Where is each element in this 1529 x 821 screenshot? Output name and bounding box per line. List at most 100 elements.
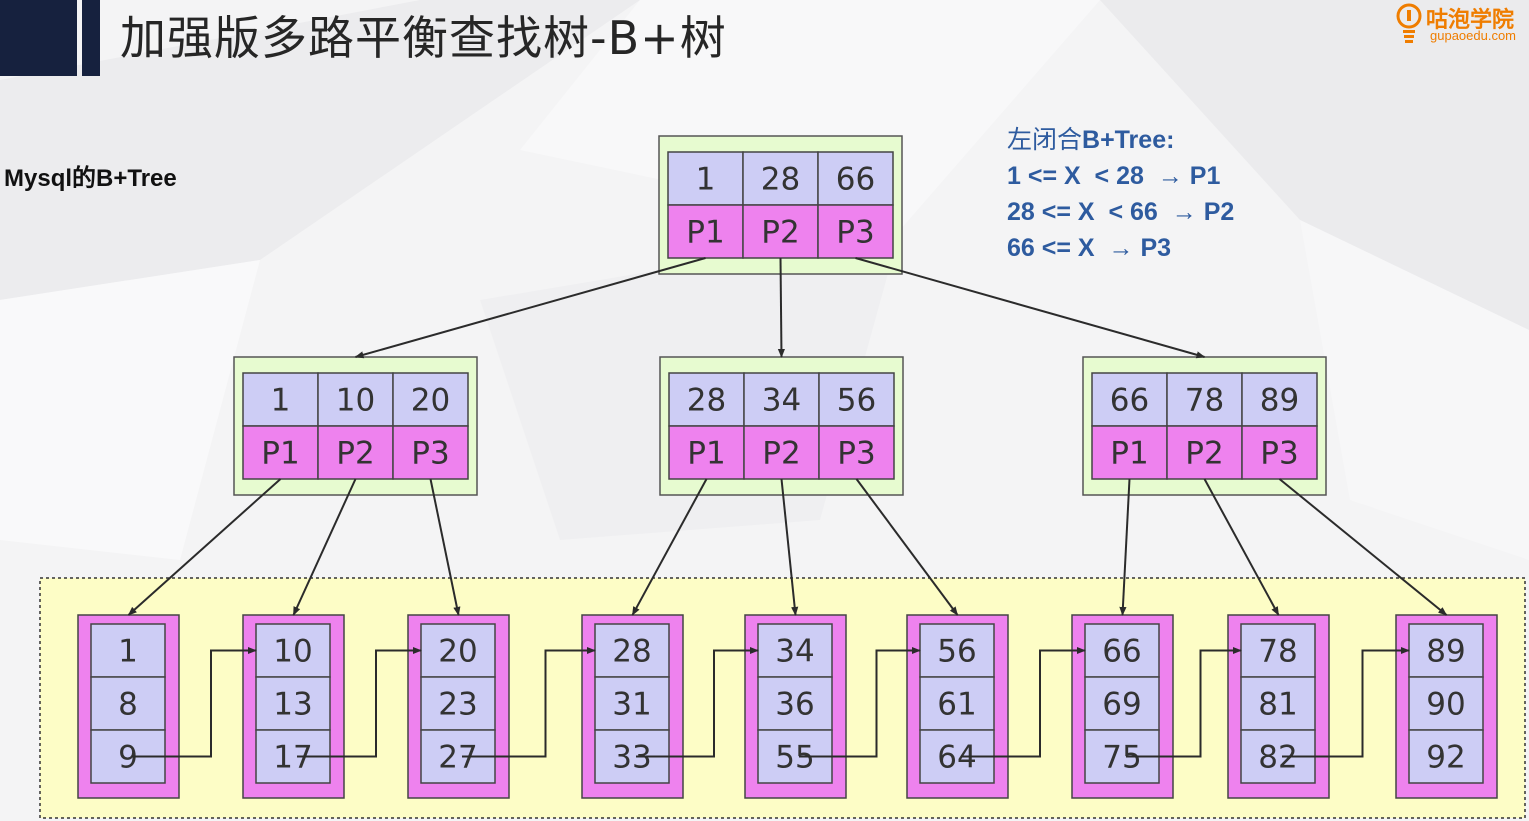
leaf-key-label: 31 [612,687,651,723]
pointer-label: P2 [762,436,800,472]
key-label: 56 [837,383,876,419]
leaf-key-label: 81 [1258,687,1297,723]
leaf-key-label: 89 [1426,634,1465,670]
leaf-key-cell [420,623,496,678]
tree-edge-arrow [354,257,706,359]
header-block [0,0,77,76]
key-label: 1 [271,383,291,419]
leaf-key-cell [919,623,995,678]
rules-title-suffix: B+Tree: [1082,126,1175,154]
key-label: 66 [836,162,875,198]
tree-edge-arrow [780,478,799,616]
leaf-key-cell [1408,729,1484,784]
leaf-key-label: 23 [438,687,477,723]
pointer-cell [1091,425,1168,480]
pointer-label: P1 [261,436,299,472]
leaf-key-cell [1240,729,1316,784]
rule-condition: 1 <= X < 28 [1007,162,1144,190]
leaf-key-label: 10 [273,634,312,670]
key-cell [667,151,744,206]
pointer-label: P3 [837,436,875,472]
rule-line: 1 <= X < 28 → P1 [1007,158,1234,194]
leaf-link-arrow [297,646,422,758]
leaf-key-cell [1408,623,1484,678]
tree-edge-arrow [855,257,1206,359]
leaf-link-arrow [1126,646,1242,758]
key-label: 1 [696,162,716,198]
pointer-label: P2 [761,215,799,251]
tree-edge-arrow [1119,478,1131,616]
leaf-key-cell [1408,676,1484,731]
key-cell [1241,372,1318,427]
leaf-key-label: 61 [937,687,976,723]
leaf-key-cell [594,623,670,678]
leaf-key-label: 92 [1426,740,1465,776]
key-label: 78 [1185,383,1224,419]
tree-edge-arrow [1278,478,1448,616]
key-cell [818,372,895,427]
rule-condition: 66 <= X [1007,234,1095,262]
range-rules: 左闭合B+Tree: 1 <= X < 28 → P1 28 <= X < 66… [1007,122,1234,266]
leaf-node: 189 [77,614,180,799]
rule-line: 66 <= X → P3 [1007,230,1234,266]
tree-edge-arrow [631,478,708,616]
rule-line: 28 <= X < 66 → P2 [1007,194,1234,230]
pointer-cell [667,204,744,259]
tree-edge-arrow [855,478,959,616]
leaf-key-cell [1240,623,1316,678]
key-label: 66 [1110,383,1149,419]
header-bar [82,0,100,76]
leaf-key-label: 69 [1102,687,1141,723]
leaf-link-arrow [961,646,1086,758]
leaf-link-arrow [799,646,921,758]
key-label: 28 [761,162,800,198]
logo-url: gupaoedu.com [1430,28,1517,43]
pointer-label: P1 [686,215,724,251]
leaf-key-cell [757,676,833,731]
leaf-key-cell [90,623,166,678]
leaf-key-label: 56 [937,634,976,670]
leaf-key-label: 28 [612,634,651,670]
leaf-key-cell [420,676,496,731]
pointer-label: P1 [1110,436,1148,472]
leaf-key-label: 8 [118,687,138,723]
pointer-cell [1166,425,1243,480]
pointer-label: P3 [411,436,449,472]
leaf-key-label: 20 [438,634,477,670]
rules-title: 左闭合B+Tree: [1007,122,1234,158]
leaf-key-cell [757,623,833,678]
leaf-link-arrow [132,646,257,758]
rule-target: P1 [1189,162,1221,190]
pointer-cell [1241,425,1318,480]
leaf-key-label: 9 [118,740,138,776]
diagram-subtitle: Mysql的B+Tree [4,165,177,192]
leaf-key-label: 36 [775,687,814,723]
key-cell [392,372,469,427]
logo-name: 咕泡学院 [1426,8,1515,33]
pointer-label: P3 [1260,436,1298,472]
tree-edge-arrow [292,478,357,616]
pointer-cell [817,204,894,259]
pointer-label: P2 [336,436,374,472]
pointer-cell [392,425,469,480]
leaf-key-label: 34 [775,634,814,670]
leaf-key-cell [919,676,995,731]
tree-edge-arrow [777,257,786,358]
arrow-right-icon: → [1108,234,1134,262]
pointer-cell [743,425,820,480]
tree-edge-arrow [127,478,282,616]
key-cell [242,372,319,427]
leaf-link-arrow [1282,646,1410,758]
leaf-key-cell [255,623,331,678]
